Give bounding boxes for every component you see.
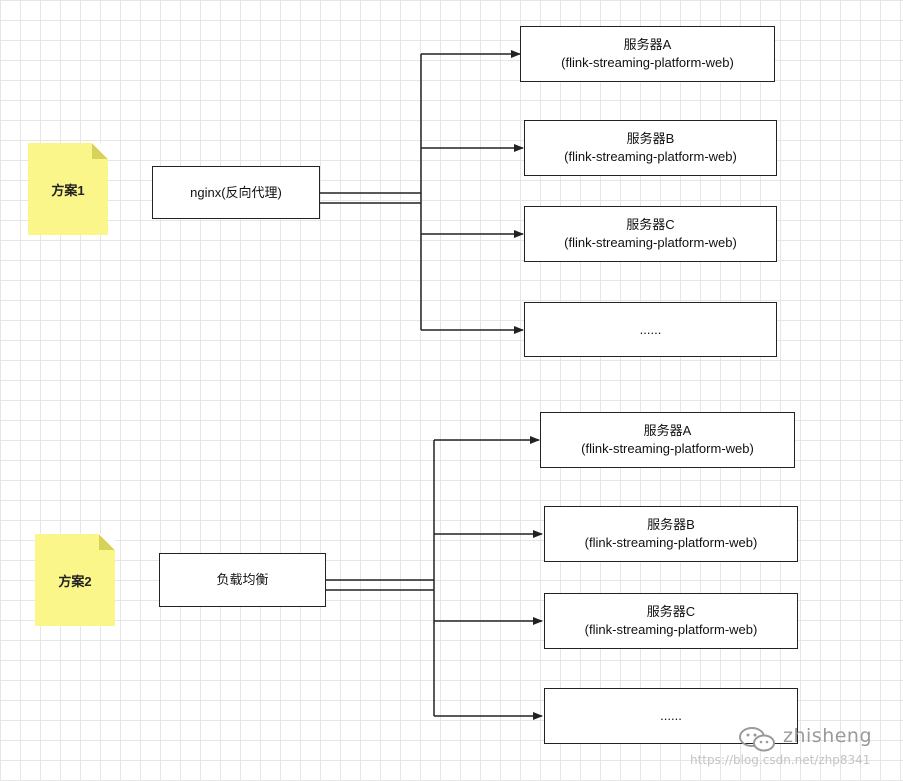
scheme2-proxy-label: 负载均衡 — [216, 572, 269, 587]
scheme2-note-label: 方案2 — [58, 573, 92, 589]
scheme1-proxy-label: nginx(反向代理) — [190, 184, 282, 200]
scheme1-server-c: 服务器C (flink-streaming-platform-web) — [524, 206, 777, 262]
scheme1-note: 方案1 — [28, 143, 108, 235]
scheme1-server-more: ...... — [524, 302, 777, 357]
scheme1-note-label: 方案1 — [51, 182, 85, 198]
scheme2-note: 方案2 — [35, 534, 115, 626]
server-subtitle: (flink-streaming-platform-web) — [564, 235, 737, 250]
server-subtitle: (flink-streaming-platform-web) — [561, 55, 734, 70]
scheme1-server-a: 服务器A (flink-streaming-platform-web) — [520, 26, 775, 82]
server-subtitle: (flink-streaming-platform-web) — [584, 622, 758, 637]
server-name: 服务器C — [646, 604, 696, 619]
server-name: ...... — [660, 708, 682, 723]
watermark-name: zhisheng — [783, 725, 873, 747]
server-subtitle: (flink-streaming-platform-web) — [564, 149, 737, 164]
server-name: 服务器C — [626, 217, 675, 232]
server-subtitle: (flink-streaming-platform-web) — [584, 535, 758, 550]
server-name: ...... — [639, 321, 662, 337]
watermark-url: https://blog.csdn.net/zhp8341 — [690, 753, 871, 767]
server-subtitle: (flink-streaming-platform-web) — [581, 441, 754, 456]
scheme2-server-c: 服务器C (flink-streaming-platform-web) — [544, 593, 798, 649]
scheme1-server-b: 服务器B (flink-streaming-platform-web) — [524, 120, 777, 176]
scheme2-proxy-box: 负载均衡 — [159, 553, 326, 607]
scheme2-server-b: 服务器B (flink-streaming-platform-web) — [544, 506, 798, 562]
scheme1-proxy-box: nginx(反向代理) — [152, 166, 320, 219]
scheme2-server-a: 服务器A (flink-streaming-platform-web) — [540, 412, 795, 468]
scheme1-connectors — [320, 50, 524, 334]
note-fold — [92, 143, 108, 159]
server-name: 服务器B — [647, 517, 695, 532]
note-fold — [99, 534, 115, 550]
server-name: 服务器B — [626, 131, 675, 146]
scheme2-connectors — [326, 436, 543, 720]
server-name: 服务器A — [643, 423, 692, 438]
wechat-logo-icon — [739, 727, 775, 752]
server-name: 服务器A — [623, 37, 672, 52]
